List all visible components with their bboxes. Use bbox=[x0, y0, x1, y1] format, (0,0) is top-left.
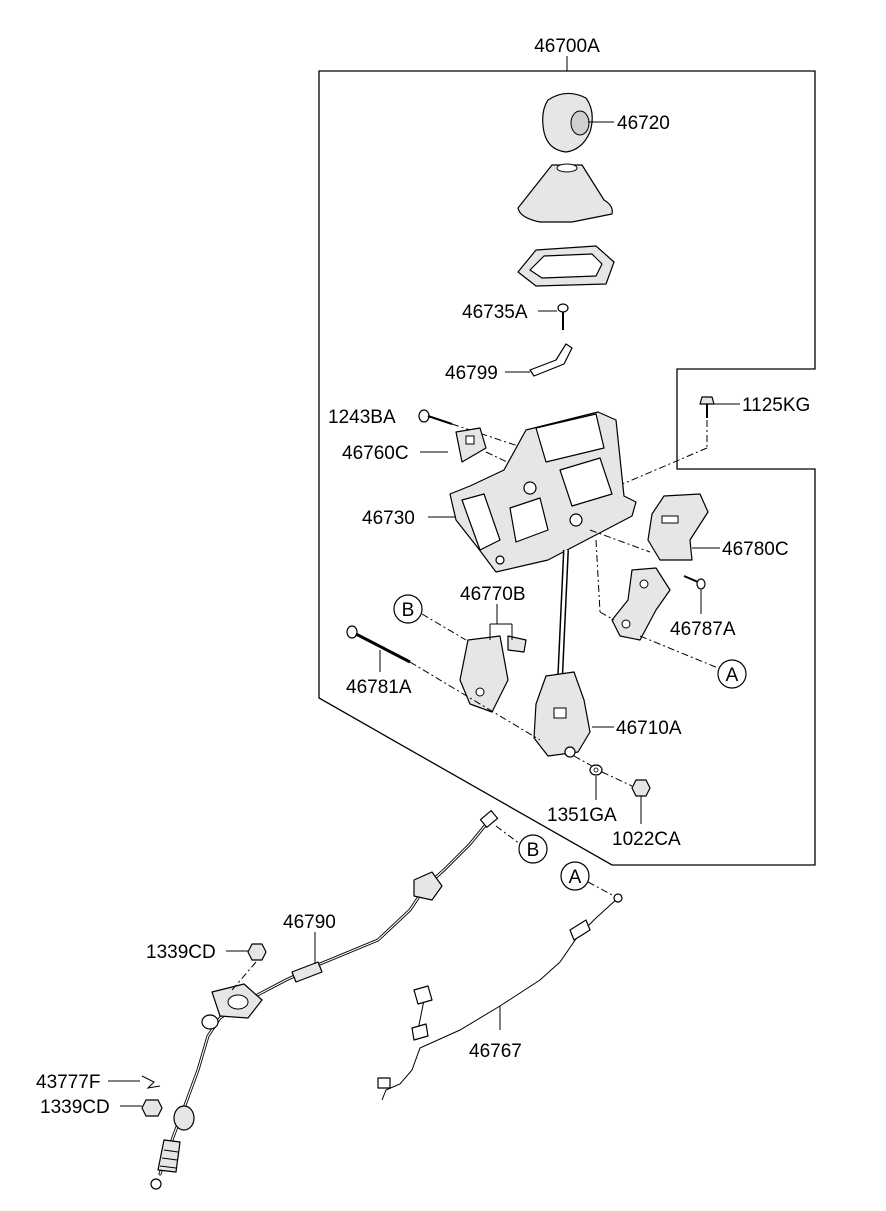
callout-1125kg: 1125KG bbox=[742, 395, 810, 416]
callout-46730: 46730 bbox=[362, 508, 415, 529]
callout-46710a: 46710A bbox=[616, 718, 682, 739]
callout-1339cd-top: 1339CD bbox=[146, 942, 216, 963]
shift-cable-46790: 46790 bbox=[150, 810, 499, 1190]
callout-46760c: 46760C bbox=[342, 443, 409, 464]
assembly-frame: 46700A bbox=[318, 36, 816, 866]
bracket-46770b: 46770B bbox=[459, 584, 527, 713]
callout-46799: 46799 bbox=[445, 363, 498, 384]
detent-lever bbox=[595, 539, 671, 641]
callout-46770b: 46770B bbox=[460, 584, 526, 605]
marker-a-upper: A bbox=[639, 635, 747, 689]
shift-boot bbox=[517, 163, 613, 223]
marker-b-upper: B bbox=[393, 594, 467, 641]
clip-43777f: 43777F bbox=[36, 1072, 161, 1093]
shift-knob: 46720 bbox=[542, 92, 670, 153]
bracket-46799: 46799 bbox=[445, 343, 573, 384]
bolt-1243ba: 1243BA bbox=[328, 407, 531, 451]
lock-cable-46767: 46767 bbox=[377, 893, 623, 1101]
nut-1022ca: 1022CA bbox=[601, 771, 681, 850]
shift-lever-46710a: 46710A bbox=[533, 549, 682, 758]
callout-46720: 46720 bbox=[617, 113, 670, 134]
callout-46767: 46767 bbox=[469, 1041, 522, 1062]
marker-b-lower: B bbox=[495, 825, 548, 864]
pin-46781a: 46781A bbox=[346, 625, 541, 741]
callout-46735a: 46735A bbox=[462, 302, 528, 323]
bezel-ring bbox=[517, 245, 615, 287]
shifter-base-46730: 46730 bbox=[362, 411, 637, 573]
callout-1243ba: 1243BA bbox=[328, 407, 396, 428]
callout-1339cd-bottom: 1339CD bbox=[40, 1097, 110, 1118]
callout-46781a: 46781A bbox=[346, 677, 412, 698]
screw-46787a: 46787A bbox=[670, 575, 736, 640]
callout-43777f: 43777F bbox=[36, 1072, 100, 1093]
callout-46780c: 46780C bbox=[722, 539, 789, 560]
callout-46790: 46790 bbox=[283, 912, 336, 933]
marker-a-upper-label: A bbox=[726, 665, 739, 686]
marker-a-lower-label: A bbox=[569, 867, 582, 888]
screw-46735a: 46735A bbox=[462, 302, 569, 330]
nut-1339cd-bottom: 1339CD bbox=[40, 1097, 163, 1118]
bolt-1125kg: 1125KG bbox=[617, 395, 810, 487]
switch-46760c: 46760C bbox=[342, 427, 525, 471]
nut-1339cd-top: 1339CD bbox=[146, 942, 267, 991]
solenoid-46780c: 46780C bbox=[589, 493, 789, 561]
marker-b-lower-label: B bbox=[527, 840, 540, 861]
washer-1351ga: 1351GA bbox=[547, 755, 617, 826]
callout-46787a: 46787A bbox=[670, 619, 736, 640]
marker-a-lower: A bbox=[560, 861, 615, 897]
marker-b-upper-label: B bbox=[402, 600, 415, 621]
callout-1022ca: 1022CA bbox=[612, 829, 681, 850]
assembly-label: 46700A bbox=[534, 36, 600, 57]
callout-1351ga: 1351GA bbox=[547, 805, 617, 826]
